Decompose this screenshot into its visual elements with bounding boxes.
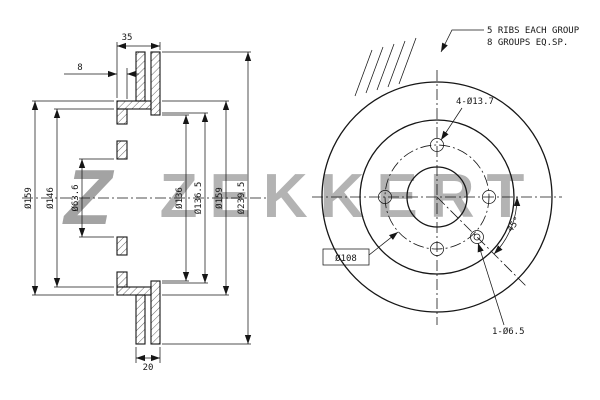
outer-diameter-circle [321,81,553,313]
ribs-note-line2: 8 GROUPS EQ.SP. [487,38,568,48]
flange-bottom-lower [116,271,128,288]
angle-dimension-arc [493,196,521,255]
flange-top-upper [116,108,128,125]
section-hatched-parts [116,51,161,345]
service-hole-label: 1-Ø6.5 [492,326,525,337]
hat-wall-bottom [116,286,152,296]
front-view: 5 RIBS EACH GROUP 8 GROUPS EQ.SP. 4-Ø13.… [312,26,580,337]
bolt-circle [384,144,490,250]
ribs-note-line1: 5 RIBS EACH GROUP [487,26,580,36]
dim-dia-flange: Ø146 [45,187,56,209]
outboard-plate-top [150,51,161,116]
section-dimension-lines [31,42,252,362]
dim-disc-thickness: 20 [143,363,154,373]
dim-dia-hat-outer-left: Ø159 [23,187,34,209]
bolt-circle-leader [368,231,399,256]
bolt-hole-left [378,190,392,204]
dim-dia-center-bore: Ø63.6 [70,184,81,211]
ribs-note-leader [440,29,484,53]
inboard-plate-top [135,51,146,102]
bolt-holes [378,138,496,256]
dim-dia-hat-outer-right: Ø159 [214,187,225,209]
bolt-holes-leader [440,107,463,141]
center-bore-circle [406,166,468,228]
section-view: 35 8 20 Ø159 Ø146 Ø63.6 Ø136 Ø136.5 Ø159… [22,33,268,373]
brand-watermark-text: ZEKKERT [160,162,537,231]
brand-logo: Z [62,153,115,241]
service-hole [470,230,484,244]
hat-wall-top [116,100,152,110]
bolt-hole-top [430,138,444,152]
inboard-plate-bottom [135,294,146,345]
section-extension-lines [32,42,251,363]
bolt-circle-label-box [322,248,370,266]
outboard-plate-bottom [150,280,161,345]
bolt-hole-bottom [430,242,444,256]
bolt-hole-right [482,190,496,204]
flange-bottom-upper [116,236,128,256]
watermark: Z ZEKKERT [62,153,537,241]
flange-top-lower [116,140,128,160]
leader-lines [368,29,505,326]
rib-lines [354,37,417,97]
service-hole-leader [477,242,505,326]
dim-flange-thickness: 8 [77,63,82,73]
diagonal-centerline [436,196,528,288]
dim-hat-height: 35 [122,33,133,43]
bolt-circle-label: Ø108 [335,253,357,264]
dim-dia-inner-friction-1: Ø136 [174,187,185,209]
bolt-holes-label: 4-Ø13.7 [456,96,494,107]
dim-dia-inner-friction-2: Ø136.5 [193,182,204,215]
dim-dia-outer: Ø239.5 [236,182,247,215]
